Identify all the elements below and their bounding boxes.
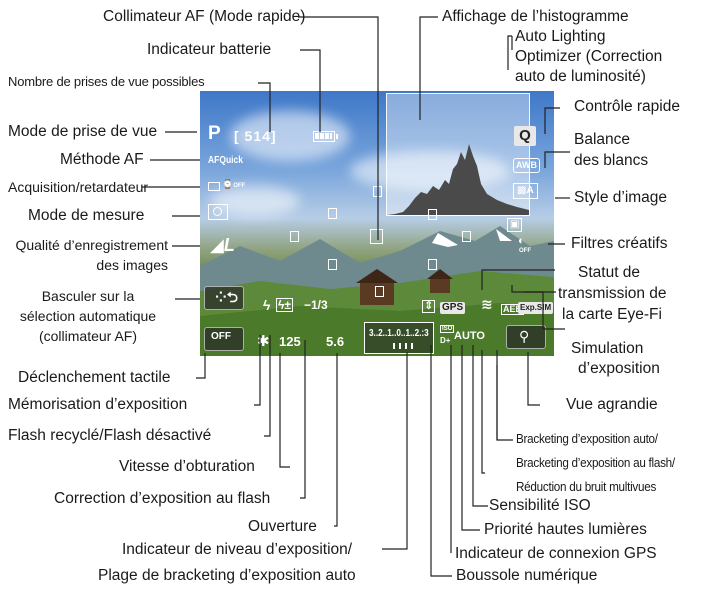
af-point [328,208,337,219]
metering-mode-icon [208,204,228,220]
label-mode-prise: Mode de prise de vue [8,123,158,140]
label-bracketing-3: Réduction du bruit multivues [516,479,657,494]
label-auto-lighting-1: Auto Lighting [515,28,606,45]
af-return-arrow-icon: ⁘⮌ [215,289,238,305]
exposure-level-marks [393,343,413,349]
iso-tag: ISO [440,325,455,333]
cloud [350,151,510,191]
exposure-simulation-indicator: Exp.SIM [518,302,554,314]
label-methode-af: Méthode AF [60,151,144,168]
self-timer-off-indicator: ⌚OFF [222,179,246,190]
battery-icon [313,131,338,142]
label-affichage-histogramme: Affichage de l’histogramme [442,8,629,25]
quick-control-button[interactable]: Q [514,126,536,146]
label-balance-1: Balance [574,131,631,148]
touch-shutter-icon: OFF [211,331,231,342]
label-niveau-exposition-2: Plage de bracketing d’exposition auto [98,567,356,584]
label-mode-mesure: Mode de mesure [28,207,145,224]
label-memorisation-exposition: Mémorisation d’exposition [8,396,188,413]
label-auto-lighting-3: auto de luminosité) [515,68,646,85]
magnify-button[interactable]: ⚲ [506,325,546,349]
creative-filter-off-tag: OFF [519,248,531,254]
label-controle-rapide: Contrôle rapide [574,98,680,115]
iso-value: AUTO [454,330,485,342]
label-priorite-hautes-lumieres: Priorité hautes lumières [484,521,647,538]
label-qualite-2: des images [96,257,168,273]
label-filtres-creatifs: Filtres créatifs [571,235,668,252]
label-statut-2: transmission de [558,285,667,302]
label-vitesse-obturation: Vitesse d’obturation [119,458,255,475]
eye-fi-transmission-icon: ≋ [481,296,493,312]
label-indicateur-batterie: Indicateur batterie [147,41,272,58]
label-simulation-2: d’exposition [578,360,660,377]
label-bracketing-1: Bracketing d’exposition auto/ [516,431,658,446]
label-statut-3: la carte Eye-Fi [562,306,662,323]
label-sensibilite-iso: Sensibilité ISO [489,497,591,514]
histogram-panel [386,93,530,216]
af-point [290,231,299,242]
aperture-value: 5.6 [326,334,345,349]
flash-ready-icon: ϟ [263,297,271,313]
label-vue-agrandie: Vue agrandie [566,396,658,413]
label-acquisition: Acquisition/retardateur [8,179,149,195]
flash-exposure-comp-icon: ϟ± [276,298,293,312]
digital-compass-icon: ⇕ [422,300,436,313]
image-quality-icon: ◢L [210,235,235,255]
label-style-image: Style d’image [574,189,668,206]
label-qualite-1: Qualité d’enregistrement [15,237,168,253]
creative-filter-icon: ◐ [518,235,525,247]
af-auto-selection-button[interactable]: ⁘⮌ [204,286,244,310]
label-balance-2: des blancs [574,152,649,169]
label-collimateur-af: Collimateur AF (Mode rapide) [103,8,306,25]
touch-shutter-button[interactable]: OFF [204,327,244,351]
af-point [428,259,437,270]
af-point [428,209,437,220]
label-nombre-prises: Nombre de prises de vue possibles [8,74,205,89]
shooting-mode-indicator: P [208,123,221,144]
label-correction-flash: Correction d’exposition au flash [54,490,271,507]
shutter-speed-value: 125 [279,334,301,349]
flash-exposure-comp-value: −1/3 [304,298,328,312]
auto-lighting-optimizer-icon: ▣ [507,218,523,232]
af-point [375,286,384,297]
af-point-selected [370,229,383,244]
af-point [328,259,337,270]
exposure-level-box: 3..2..1..0..1..2.:3 [364,322,434,354]
af-point [462,231,471,242]
label-basculer-3: (collimateur AF) [38,328,138,344]
magnify-icon: ⚲ [519,328,530,344]
label-gps: Indicateur de connexion GPS [455,545,657,562]
label-niveau-exposition-1: Indicateur de niveau d’exposition/ [122,541,353,558]
cloud [210,186,300,216]
label-statut-1: Statut de [578,264,641,281]
histogram-graph [387,144,529,215]
label-simulation-1: Simulation [571,340,644,357]
drive-mode-icon [208,182,220,191]
label-declenchement-tactile: Déclenchement tactile [18,369,171,386]
label-flash-recycle: Flash recyclé/Flash désactivé [8,427,212,444]
label-bracketing-2: Bracketing d’exposition au flash/ [516,455,675,470]
gps-indicator: GPS [440,302,466,314]
label-basculer-1: Basculer sur la [41,288,135,304]
af-method-indicator: AFQuick [208,155,243,166]
label-basculer-2: sélection automatique [19,308,157,324]
picture-style-indicator: ▩A [513,183,538,199]
camera-live-view-screen: P [ 514] AFQuick ⌚OFF ◢L ⁘⮌ OFF Q A [200,91,554,356]
label-ouverture: Ouverture [248,518,317,535]
white-balance-indicator: AWB [513,158,540,173]
exposure-level-scale: 3..2..1..0..1..2.:3 [369,328,429,339]
label-auto-lighting-2: Optimizer (Correction [515,48,663,65]
label-boussole-numerique: Boussole numérique [456,567,598,584]
highlight-priority-indicator: D+ [440,336,451,345]
shots-remaining-indicator: [ 514] [234,128,277,144]
